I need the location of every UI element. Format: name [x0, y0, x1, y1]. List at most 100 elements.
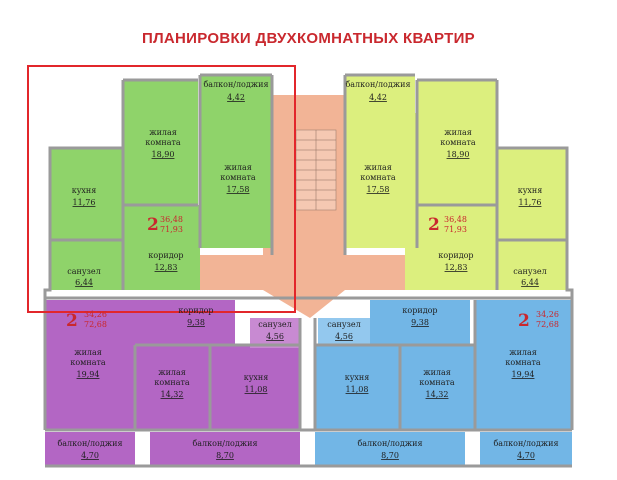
- area-value: 4,42: [369, 93, 387, 102]
- room-name-line: комната: [505, 358, 541, 367]
- living-area: 36,48: [444, 215, 467, 224]
- living1-bottom-right: [475, 300, 572, 430]
- balcony2-bottom-left: [150, 432, 300, 465]
- room-name-line: жилая: [423, 368, 451, 377]
- label: коридор: [178, 306, 213, 315]
- bath-top-right: [497, 240, 567, 290]
- area-value: 14,32: [161, 390, 184, 399]
- corridor-bottom-right: [370, 300, 470, 345]
- area-value: 9,38: [411, 318, 429, 327]
- label: балкон/лоджия: [57, 439, 122, 448]
- stair-steps: [296, 130, 336, 210]
- room-name-line: жилая: [509, 348, 537, 357]
- apartment-bottom-right: [315, 300, 572, 465]
- balcony-top-right: [345, 75, 415, 113]
- room-name-line: жилая: [74, 348, 102, 357]
- living-area: 36,48: [160, 215, 183, 224]
- walls: [43, 73, 574, 468]
- label: балкон/лоджия: [493, 439, 558, 448]
- label: кухня: [518, 186, 543, 195]
- apartment-top-right: [345, 75, 567, 290]
- rooms-count: 2: [147, 215, 159, 235]
- corridor-top-left: [123, 205, 200, 290]
- area-value: 14,32: [426, 390, 449, 399]
- page-title: ПЛАНИРОВКИ ДВУХКОМНАТНЫХ КВАРТИР: [142, 30, 475, 47]
- label: балкон/лоджия: [203, 80, 268, 89]
- area-value: 4,42: [227, 93, 245, 102]
- area-value: 11,08: [245, 385, 268, 394]
- area-value: 4,70: [81, 451, 99, 460]
- area-value: 11,76: [73, 198, 96, 207]
- room-name-line: жилая: [224, 163, 252, 172]
- balcony1-bottom-left: [45, 432, 135, 465]
- label: коридор: [402, 306, 437, 315]
- bath-bottom-right: [318, 318, 370, 348]
- bath-bottom-left: [250, 318, 300, 348]
- room-name-line: комната: [154, 378, 190, 387]
- living1-top-left: [123, 80, 198, 205]
- living2-top-left: [200, 113, 272, 248]
- kitchen-bottom-right: [315, 345, 400, 430]
- label: кухня: [345, 373, 370, 382]
- total-area: 71,93: [444, 225, 467, 234]
- label: санузел: [258, 320, 291, 329]
- apartment-bottom-left: [45, 300, 300, 465]
- label: санузел: [513, 267, 546, 276]
- room-name-line: жилая: [149, 128, 177, 137]
- area-value: 6,44: [75, 278, 93, 287]
- area-value: 6,44: [521, 278, 539, 287]
- kitchen-top-right: [497, 148, 567, 240]
- rooms-count: 2: [66, 311, 78, 331]
- label: санузел: [67, 267, 100, 276]
- area-value: 18,90: [447, 150, 470, 159]
- label: кухня: [72, 186, 97, 195]
- highlight-frame: [27, 65, 296, 313]
- area-value: 8,70: [381, 451, 399, 460]
- area-value: 18,90: [152, 150, 175, 159]
- rooms-count: 2: [518, 311, 530, 331]
- room-name-line: жилая: [364, 163, 392, 172]
- room-name-line: комната: [360, 173, 396, 182]
- area-value: 9,38: [187, 318, 205, 327]
- label: балкон/лоджия: [345, 80, 410, 89]
- area-value: 19,94: [77, 370, 100, 379]
- area-value: 12,83: [445, 263, 468, 272]
- balcony-top-left: [200, 75, 272, 113]
- area-value: 4,56: [335, 332, 353, 341]
- living1-bottom-left: [45, 300, 135, 430]
- corridor-top-right: [405, 205, 497, 290]
- room-name-line: комната: [220, 173, 256, 182]
- label: коридор: [438, 251, 473, 260]
- label: балкон/лоджия: [357, 439, 422, 448]
- area-value: 4,56: [266, 332, 284, 341]
- total-area: 72,68: [84, 320, 107, 329]
- total-area: 71,93: [160, 225, 183, 234]
- area-value: 8,70: [216, 451, 234, 460]
- corridor-bottom-left: [135, 300, 235, 345]
- area-value: 12,83: [155, 263, 178, 272]
- area-value: 19,94: [512, 370, 535, 379]
- room-name-line: комната: [440, 138, 476, 147]
- total-area: 72,68: [536, 320, 559, 329]
- room-name-line: комната: [145, 138, 181, 147]
- living2-bottom-right: [400, 345, 475, 430]
- area-value: 17,58: [227, 185, 250, 194]
- room-name-line: комната: [419, 378, 455, 387]
- balcony2-bottom-right: [315, 432, 465, 465]
- rooms-count: 2: [428, 215, 440, 235]
- balcony1-bottom-right: [480, 432, 572, 465]
- label: кухня: [244, 373, 269, 382]
- kitchen-bottom-left: [210, 345, 300, 430]
- living-area: 34,26: [84, 310, 107, 319]
- label: балкон/лоджия: [192, 439, 257, 448]
- bath-top-left: [50, 240, 123, 290]
- kitchen-top-left: [50, 148, 122, 240]
